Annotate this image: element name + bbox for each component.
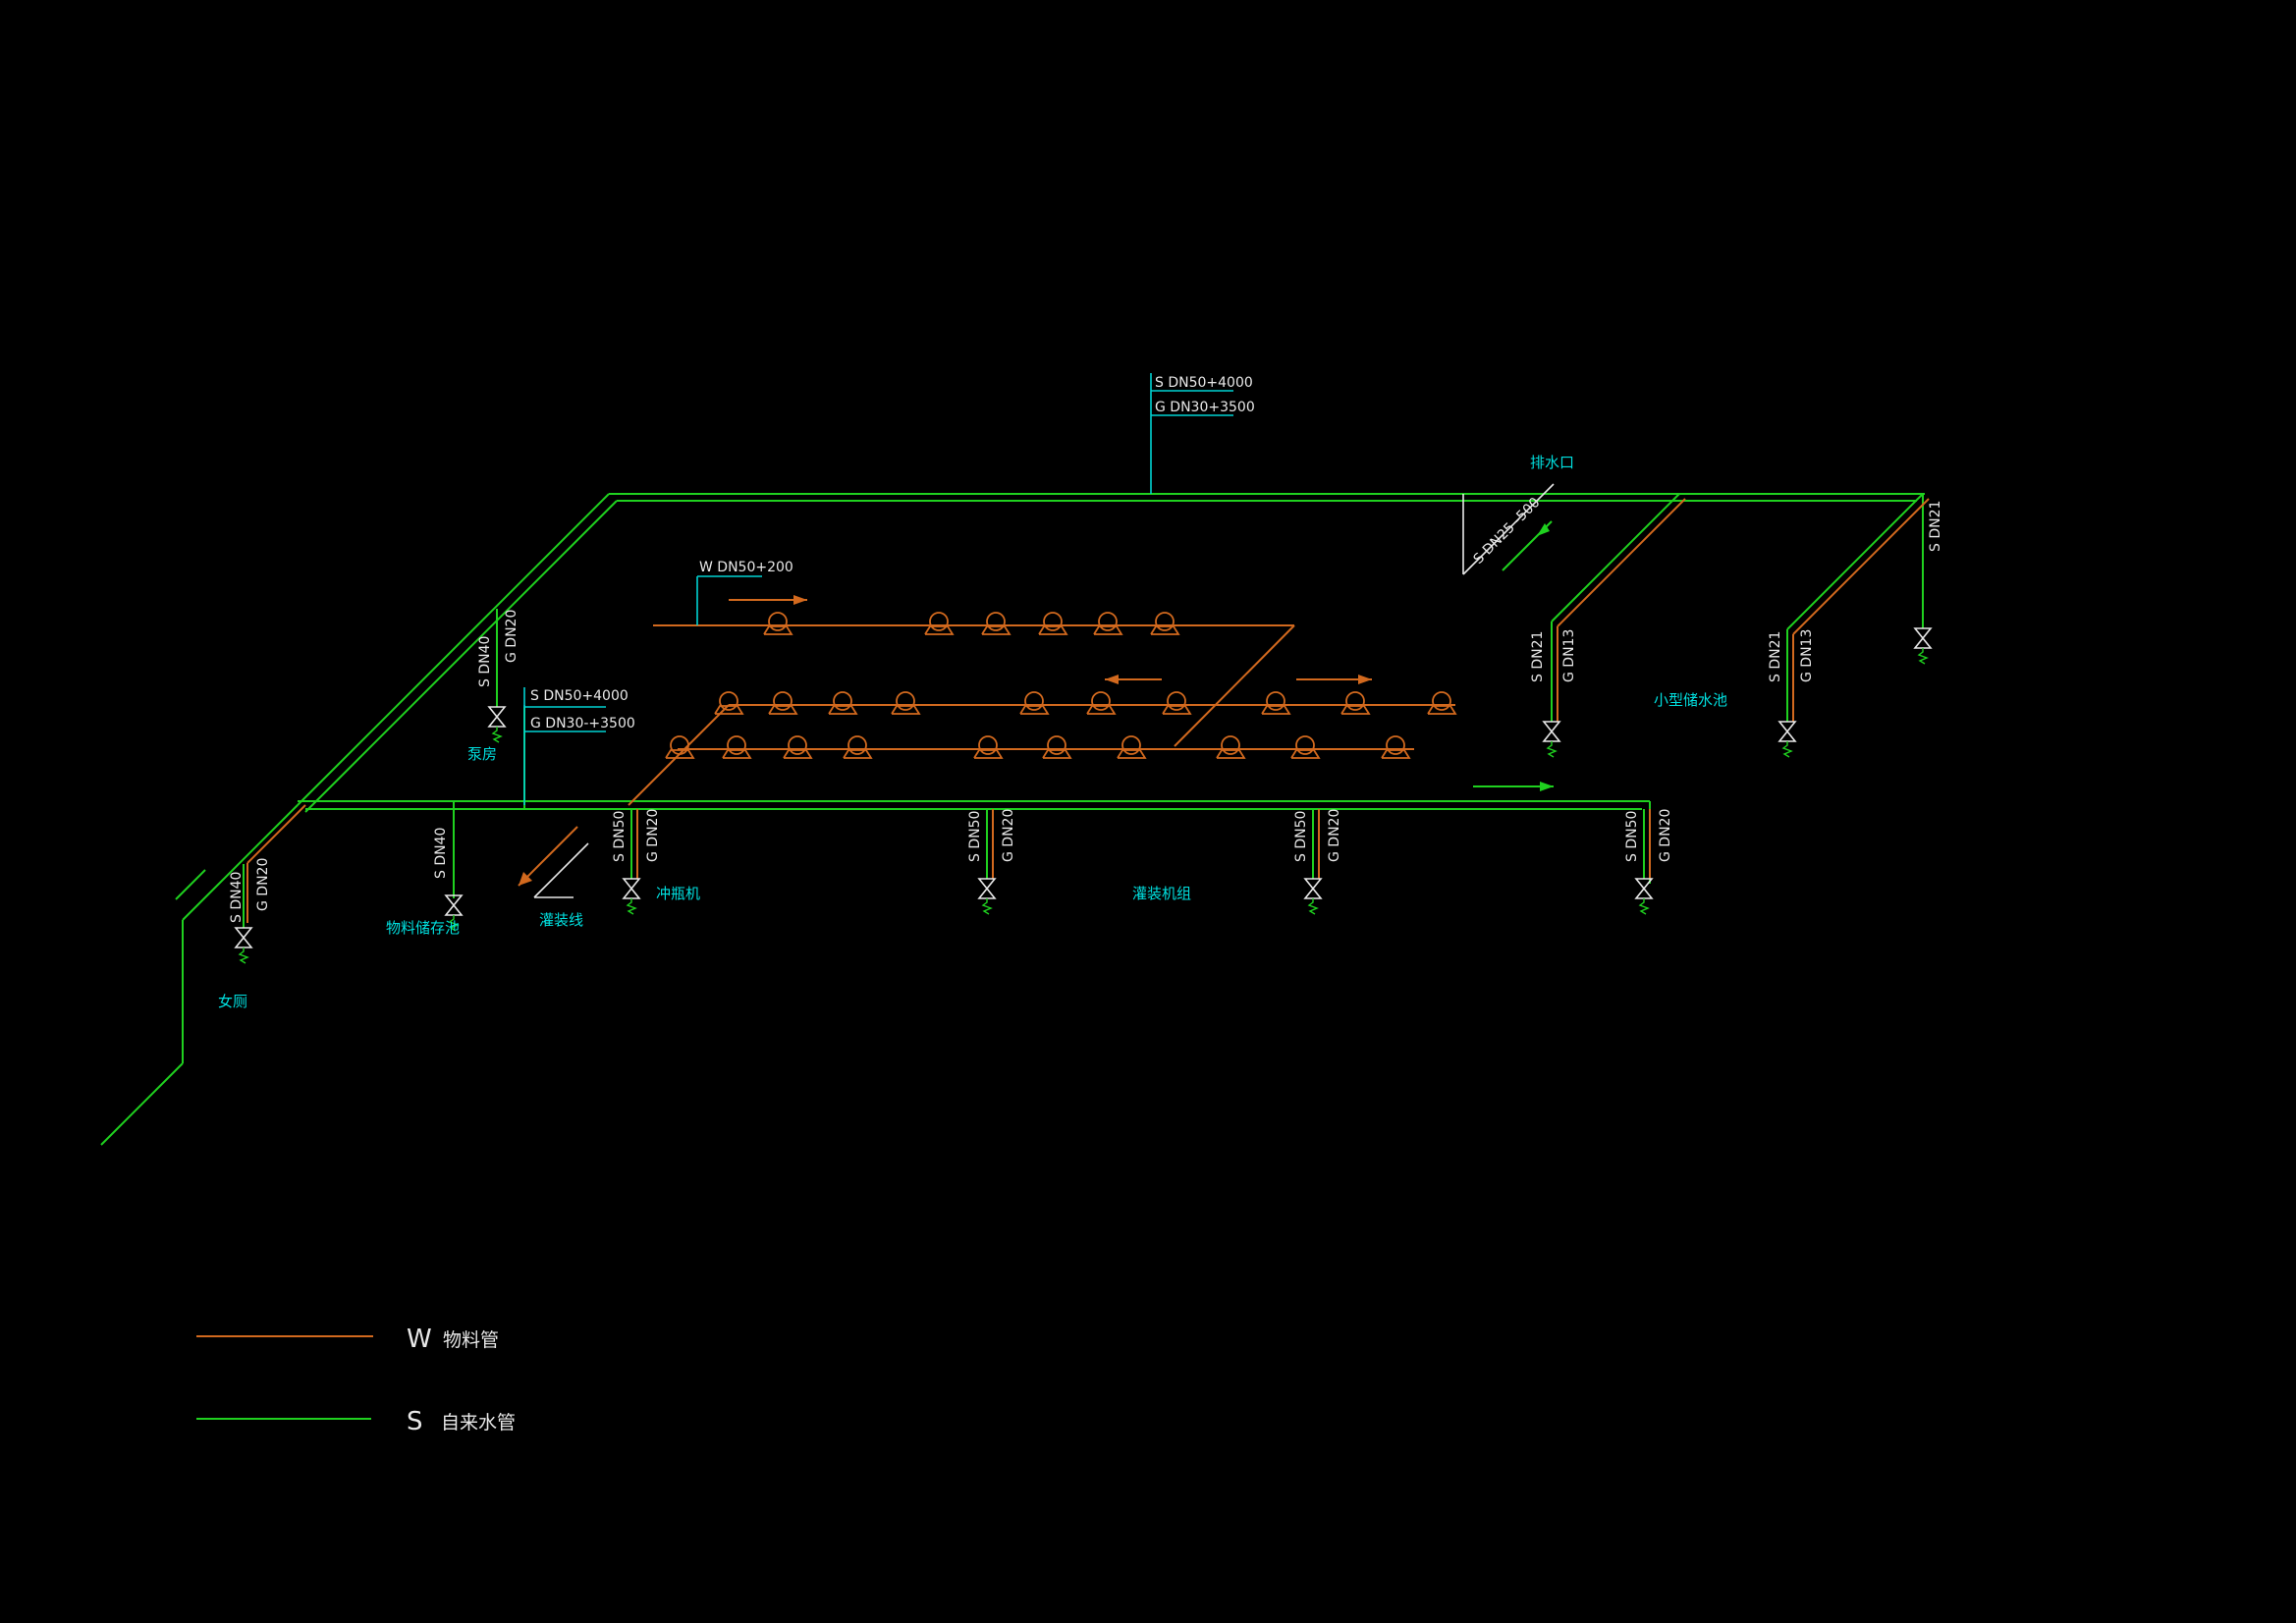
pump-icon — [763, 612, 793, 635]
legend-code-supply: S — [407, 1407, 423, 1436]
pump-icon — [1340, 691, 1371, 715]
pump-icon — [981, 612, 1011, 635]
pump-icon — [1117, 735, 1147, 759]
pool-left-label: 物料储存池 — [386, 919, 460, 937]
valve-icon — [977, 878, 997, 915]
s-dn50-3-label: S DN50 — [1293, 811, 1309, 862]
g-dn20-1-label: G DN20 — [645, 809, 661, 862]
s-dn21-right-label: S DN21 — [1928, 501, 1943, 552]
s-dn21-b-label: S DN21 — [1530, 631, 1546, 682]
pump-icon — [1261, 691, 1291, 715]
s-dn40-a-label: S DN40 — [477, 636, 493, 687]
leaders — [523, 373, 1555, 898]
filling-group-label: 灌装机组 — [1132, 885, 1191, 902]
pump-icon — [843, 735, 873, 759]
legend-code-material: W — [407, 1325, 432, 1354]
valve-icon — [444, 894, 464, 932]
s-dn50-4-label: S DN50 — [1624, 811, 1640, 862]
s-dn50-1-label: S DN50 — [612, 811, 628, 862]
pump-room-label: 泵房 — [467, 745, 497, 763]
s-main-mid-label: S DN50+4000 — [530, 688, 629, 704]
legend-name-supply: 自来水管 — [441, 1412, 516, 1434]
pump-row — [665, 612, 1457, 759]
pump-icon — [1427, 691, 1457, 715]
small-pool-label: 小型储水池 — [1654, 691, 1727, 709]
material-companion-pipe — [246, 498, 1930, 923]
s-dn40-c-label: S DN40 — [433, 828, 449, 879]
pump-icon — [1093, 612, 1123, 635]
line-fill-label: 灌装线 — [539, 911, 583, 929]
s-drain-label: S DN25 -500 — [1471, 495, 1544, 568]
flow-arrows — [175, 520, 1554, 900]
pump-icon — [665, 735, 695, 759]
pump-icon — [1042, 735, 1072, 759]
pump-icon — [722, 735, 752, 759]
pump-icon — [1381, 735, 1411, 759]
labels: S DN50+4000 G DN30+3500 排水口 S DN25 -500 … — [218, 375, 1943, 1010]
valve-group — [234, 627, 1933, 964]
pump-icon — [1290, 735, 1321, 759]
g-dn20-2-label: G DN20 — [1001, 809, 1016, 862]
s-dn21-c-label: S DN21 — [1768, 631, 1783, 682]
drain-label: 排水口 — [1530, 454, 1574, 471]
s-dn40-b-label: S DN40 — [229, 872, 245, 923]
valve-icon — [1913, 627, 1933, 665]
valve-icon — [622, 878, 641, 915]
supply-main-pipe — [100, 493, 1925, 1146]
pump-icon — [828, 691, 858, 715]
pump-icon — [1019, 691, 1050, 715]
g-main-top-label: G DN30+3500 — [1155, 400, 1255, 415]
pump-icon — [1216, 735, 1246, 759]
valve-icon — [234, 927, 253, 964]
g-dn20-4-label: G DN20 — [1658, 809, 1673, 862]
pump-icon — [1150, 612, 1180, 635]
g-dn20-a-label: G DN20 — [504, 610, 519, 663]
front-drops — [243, 609, 1651, 928]
valve-icon — [1634, 878, 1654, 915]
pump-icon — [924, 612, 955, 635]
legend-name-material: 物料管 — [443, 1329, 499, 1351]
pump-icon — [1086, 691, 1117, 715]
pump-icon — [714, 691, 744, 715]
legend: W 物料管 S 自来水管 — [196, 1325, 516, 1436]
s-dn50-2-label: S DN50 — [967, 811, 983, 862]
g-dn20-b-label: G DN20 — [255, 858, 271, 911]
valve-icon — [1303, 878, 1323, 915]
w-feed-label: W DN50+200 — [699, 560, 793, 575]
g-dn20-3-label: G DN20 — [1327, 809, 1342, 862]
washer-label: 冲瓶机 — [656, 885, 700, 902]
pump-icon — [891, 691, 921, 715]
g-main-mid-label: G DN30-+3500 — [530, 716, 635, 731]
pump-icon — [1162, 691, 1192, 715]
g-dn13-b-label: G DN13 — [1561, 629, 1577, 682]
pump-icon — [1038, 612, 1068, 635]
pump-icon — [783, 735, 813, 759]
material-manifold — [628, 624, 1455, 806]
valve-icon — [1777, 721, 1797, 758]
g-dn13-c-label: G DN13 — [1799, 629, 1815, 682]
valve-icon — [487, 706, 507, 743]
womens-wc-label: 女厕 — [218, 993, 247, 1010]
valve-icon — [1542, 721, 1561, 758]
pump-icon — [973, 735, 1004, 759]
s-main-top-label: S DN50+4000 — [1155, 375, 1253, 391]
pump-icon — [768, 691, 798, 715]
